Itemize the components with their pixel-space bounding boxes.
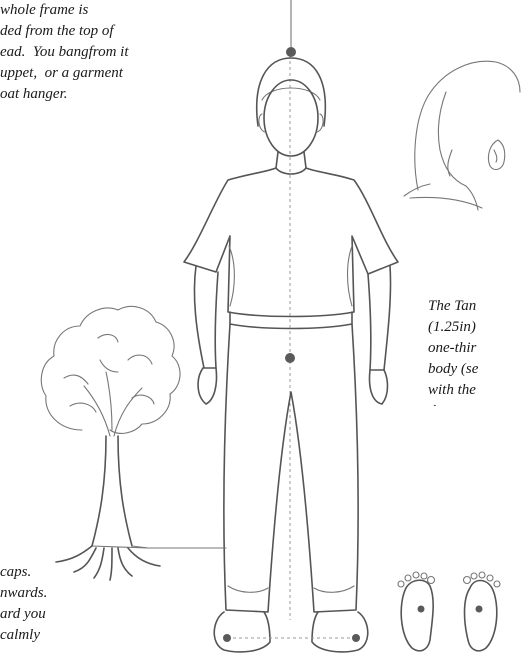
- right-foot-dot: [352, 634, 360, 642]
- head-profile-sketch: [404, 61, 520, 210]
- left-sole-dot: [418, 606, 425, 613]
- tan-tien-dot: [285, 353, 295, 363]
- right-sole-dot: [476, 606, 483, 613]
- left-foot-dot: [223, 634, 231, 642]
- tree-drawing: [41, 306, 226, 580]
- crown-point-dot: [286, 47, 296, 57]
- suspension-line: [290, 0, 291, 620]
- feet-soles-drawing: [398, 572, 500, 651]
